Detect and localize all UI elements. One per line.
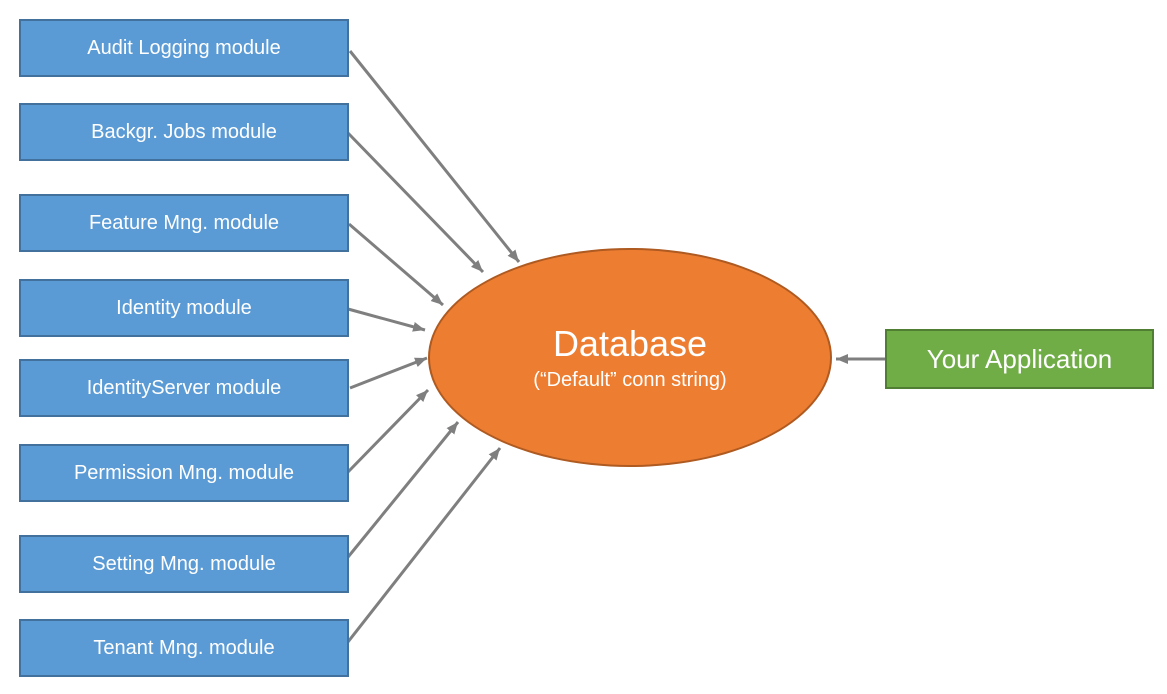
module-box-permission-mng: Permission Mng. module bbox=[19, 444, 349, 502]
arrow-tenant-mng-to-database bbox=[342, 447, 502, 648]
module-label: Setting Mng. module bbox=[92, 552, 276, 575]
module-box-background-jobs: Backgr. Jobs module bbox=[19, 103, 349, 161]
module-box-identityserver: IdentityServer module bbox=[19, 359, 349, 417]
application-label: Your Application bbox=[926, 343, 1113, 374]
database-conn-string-subtitle: (“Default” conn string) bbox=[533, 369, 727, 391]
arrow-identityserver-to-database bbox=[349, 356, 428, 390]
application-box: Your Application bbox=[885, 329, 1154, 389]
arrow-setting-mng-to-database bbox=[342, 421, 460, 563]
module-label: Tenant Mng. module bbox=[93, 636, 275, 659]
database-ellipse: Database (“Default” conn string) bbox=[428, 248, 832, 467]
module-box-identity: Identity module bbox=[19, 279, 349, 337]
module-label: Audit Logging module bbox=[87, 36, 281, 59]
arrow-background-jobs-to-database bbox=[346, 131, 485, 274]
database-title: Database bbox=[552, 323, 708, 364]
module-box-audit-logging: Audit Logging module bbox=[19, 19, 349, 77]
arrow-identity-to-database bbox=[347, 307, 426, 332]
module-label: Backgr. Jobs module bbox=[91, 120, 277, 143]
module-label: Feature Mng. module bbox=[88, 211, 280, 234]
arrow-permission-mng-to-database bbox=[346, 388, 430, 474]
module-label: IdentityServer module bbox=[86, 376, 282, 399]
arrow-audit-logging-to-database bbox=[348, 50, 521, 263]
arrow-feature-mng-to-database bbox=[348, 222, 444, 307]
module-label: Identity module bbox=[116, 296, 252, 319]
module-label: Permission Mng. module bbox=[73, 461, 295, 484]
module-box-setting-mng: Setting Mng. module bbox=[19, 535, 349, 593]
module-box-tenant-mng: Tenant Mng. module bbox=[19, 619, 349, 677]
module-box-feature-mng: Feature Mng. module bbox=[19, 194, 349, 252]
